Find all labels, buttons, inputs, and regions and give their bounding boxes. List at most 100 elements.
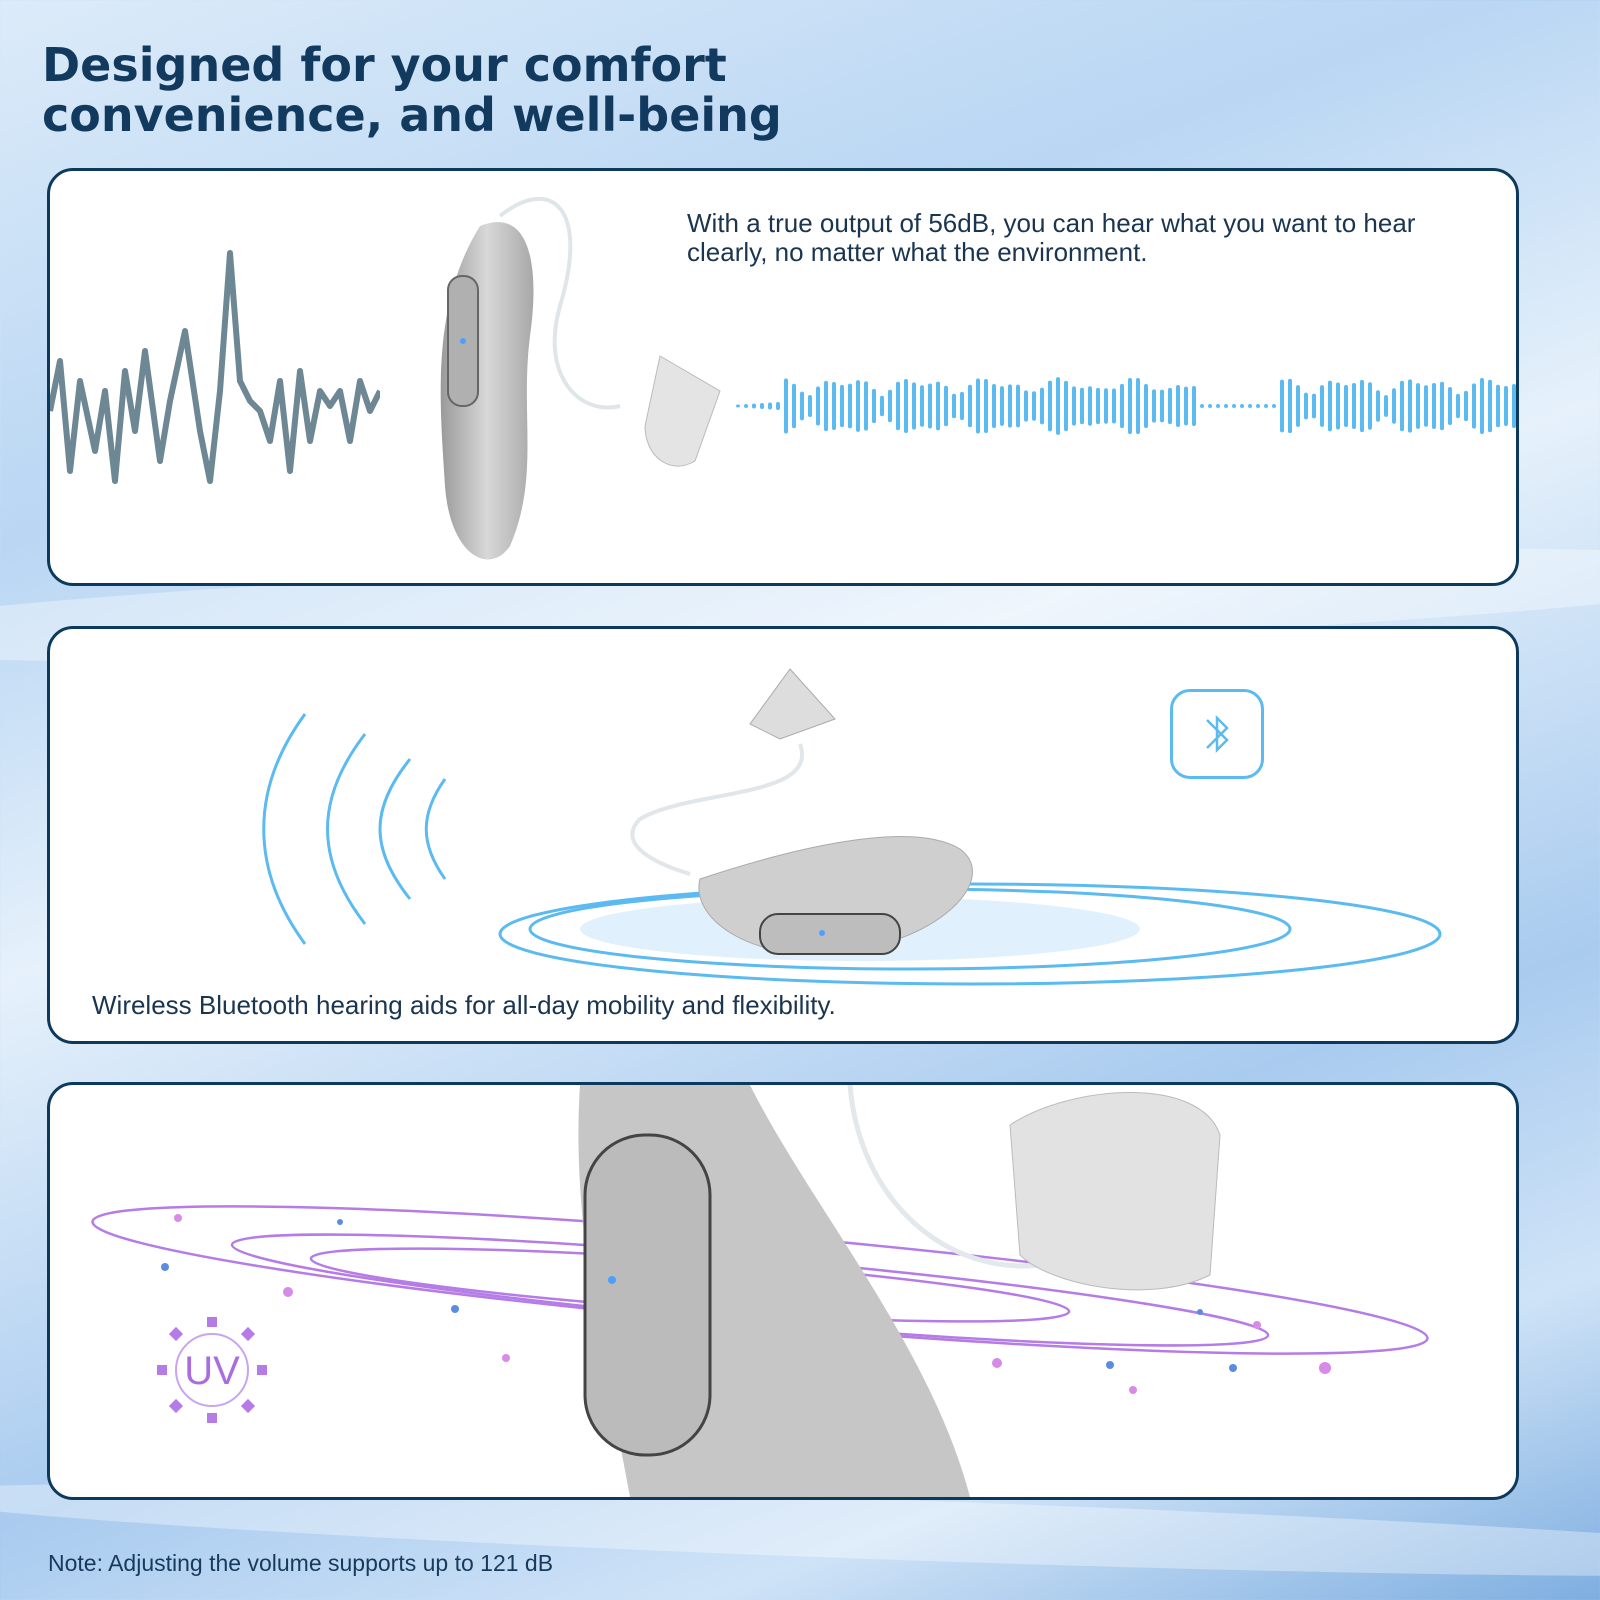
sound-bar bbox=[984, 379, 988, 433]
sound-bar bbox=[1072, 386, 1076, 426]
sound-bar bbox=[1336, 382, 1340, 430]
sound-bar bbox=[784, 378, 788, 434]
title-line-1: Designed for your comfort bbox=[42, 38, 727, 92]
sound-bar bbox=[1416, 383, 1420, 429]
sound-bar bbox=[752, 403, 756, 409]
sound-bar bbox=[1480, 378, 1484, 434]
sound-bar bbox=[1464, 390, 1468, 422]
sound-bar bbox=[952, 393, 956, 419]
sound-bar bbox=[904, 379, 908, 433]
sound-bar bbox=[1512, 384, 1516, 428]
sound-bar bbox=[1504, 386, 1508, 426]
sound-bar bbox=[1152, 389, 1156, 423]
sound-bar bbox=[1440, 381, 1444, 431]
sound-bar bbox=[824, 380, 828, 432]
sound-bar bbox=[920, 385, 924, 427]
sound-bar bbox=[768, 402, 772, 410]
sound-bar bbox=[736, 404, 740, 408]
sound-bar bbox=[1448, 387, 1452, 425]
sound-bar bbox=[816, 386, 820, 426]
sound-bar bbox=[1088, 386, 1092, 426]
sound-bar bbox=[856, 380, 860, 432]
sound-bar bbox=[1048, 380, 1052, 432]
sound-bar bbox=[1168, 387, 1172, 425]
sound-bar bbox=[1384, 395, 1388, 417]
sound-bar bbox=[1304, 392, 1308, 420]
sound-bar bbox=[760, 403, 764, 409]
sound-bar bbox=[808, 394, 812, 418]
sound-bar bbox=[888, 389, 892, 423]
bluetooth-icon bbox=[1170, 689, 1264, 779]
sound-bar bbox=[896, 381, 900, 431]
sound-bar bbox=[1112, 388, 1116, 424]
sound-bar bbox=[1328, 380, 1332, 432]
sound-bar bbox=[1360, 379, 1364, 433]
sound-bar bbox=[1016, 384, 1020, 428]
sound-bar bbox=[1128, 378, 1132, 434]
sound-bar bbox=[1376, 390, 1380, 422]
sound-bar bbox=[1432, 382, 1436, 430]
sound-bar bbox=[1320, 385, 1324, 427]
sound-bar bbox=[1288, 378, 1292, 434]
uv-orbit-graphic bbox=[91, 1085, 1429, 1497]
sound-bar bbox=[1184, 386, 1188, 426]
sound-bar bbox=[832, 381, 836, 431]
sound-bar bbox=[1192, 386, 1196, 426]
sound-bar bbox=[1248, 404, 1252, 408]
sound-bar bbox=[1456, 393, 1460, 419]
sound-bar bbox=[1272, 404, 1276, 408]
sound-bar bbox=[1232, 404, 1236, 408]
hearing-aid-image bbox=[440, 196, 721, 560]
sound-bar bbox=[880, 395, 884, 417]
title-line-2: convenience, and well-being bbox=[42, 88, 782, 142]
sound-bar bbox=[1240, 404, 1244, 408]
sound-bar bbox=[1032, 391, 1036, 421]
sound-bar bbox=[1216, 404, 1220, 408]
sound-bar bbox=[1496, 384, 1500, 428]
sound-bar bbox=[1296, 385, 1300, 427]
sound-bar bbox=[1000, 386, 1004, 426]
sound-bar bbox=[1064, 380, 1068, 432]
sound-bar bbox=[1352, 383, 1356, 429]
sound-bar bbox=[992, 383, 996, 429]
sound-bar bbox=[864, 381, 868, 431]
uv-label: UV bbox=[184, 1349, 240, 1393]
sound-bar bbox=[872, 388, 876, 424]
sound-bar bbox=[776, 402, 780, 410]
sound-bar bbox=[1096, 387, 1100, 425]
sound-bar bbox=[1160, 389, 1164, 423]
sound-bar bbox=[1080, 387, 1084, 425]
sound-bar bbox=[1176, 384, 1180, 428]
sound-bar bbox=[928, 383, 932, 429]
sound-bar bbox=[1312, 393, 1316, 419]
sound-bar bbox=[976, 378, 980, 434]
sound-bar bbox=[1200, 404, 1204, 408]
sound-bar bbox=[1424, 385, 1428, 427]
sound-bar bbox=[1344, 385, 1348, 427]
output-description-line-2: clearly, no matter what the environment. bbox=[687, 237, 1148, 267]
sound-bar bbox=[1040, 387, 1044, 425]
sound-bar bbox=[1208, 404, 1212, 408]
clear-sound-wave-icon bbox=[736, 377, 1516, 435]
hearing-aid-image bbox=[498, 668, 1442, 986]
sound-bar bbox=[912, 382, 916, 430]
page-title: Designed for your comfort convenience, a… bbox=[42, 40, 782, 140]
sound-bar bbox=[1256, 404, 1260, 408]
sound-bar bbox=[1136, 377, 1140, 435]
sound-bar bbox=[1104, 388, 1108, 424]
uv-sterilization-icon: UV bbox=[155, 1313, 269, 1427]
sound-bar bbox=[1408, 379, 1412, 433]
sound-bar bbox=[960, 391, 964, 421]
sound-bar bbox=[1488, 379, 1492, 433]
noise-waveform-icon bbox=[50, 250, 380, 484]
sound-bar bbox=[936, 381, 940, 431]
sound-bar bbox=[1120, 383, 1124, 429]
sound-bar bbox=[792, 383, 796, 429]
bluetooth-feature-panel: Wireless Bluetooth hearing aids for all-… bbox=[47, 626, 1519, 1044]
sound-bar bbox=[1264, 404, 1268, 408]
sound-bar bbox=[944, 385, 948, 427]
bluetooth-description: Wireless Bluetooth hearing aids for all-… bbox=[92, 990, 836, 1020]
sound-bar bbox=[840, 384, 844, 428]
sound-bar bbox=[968, 384, 972, 428]
sound-bar bbox=[1224, 404, 1228, 408]
